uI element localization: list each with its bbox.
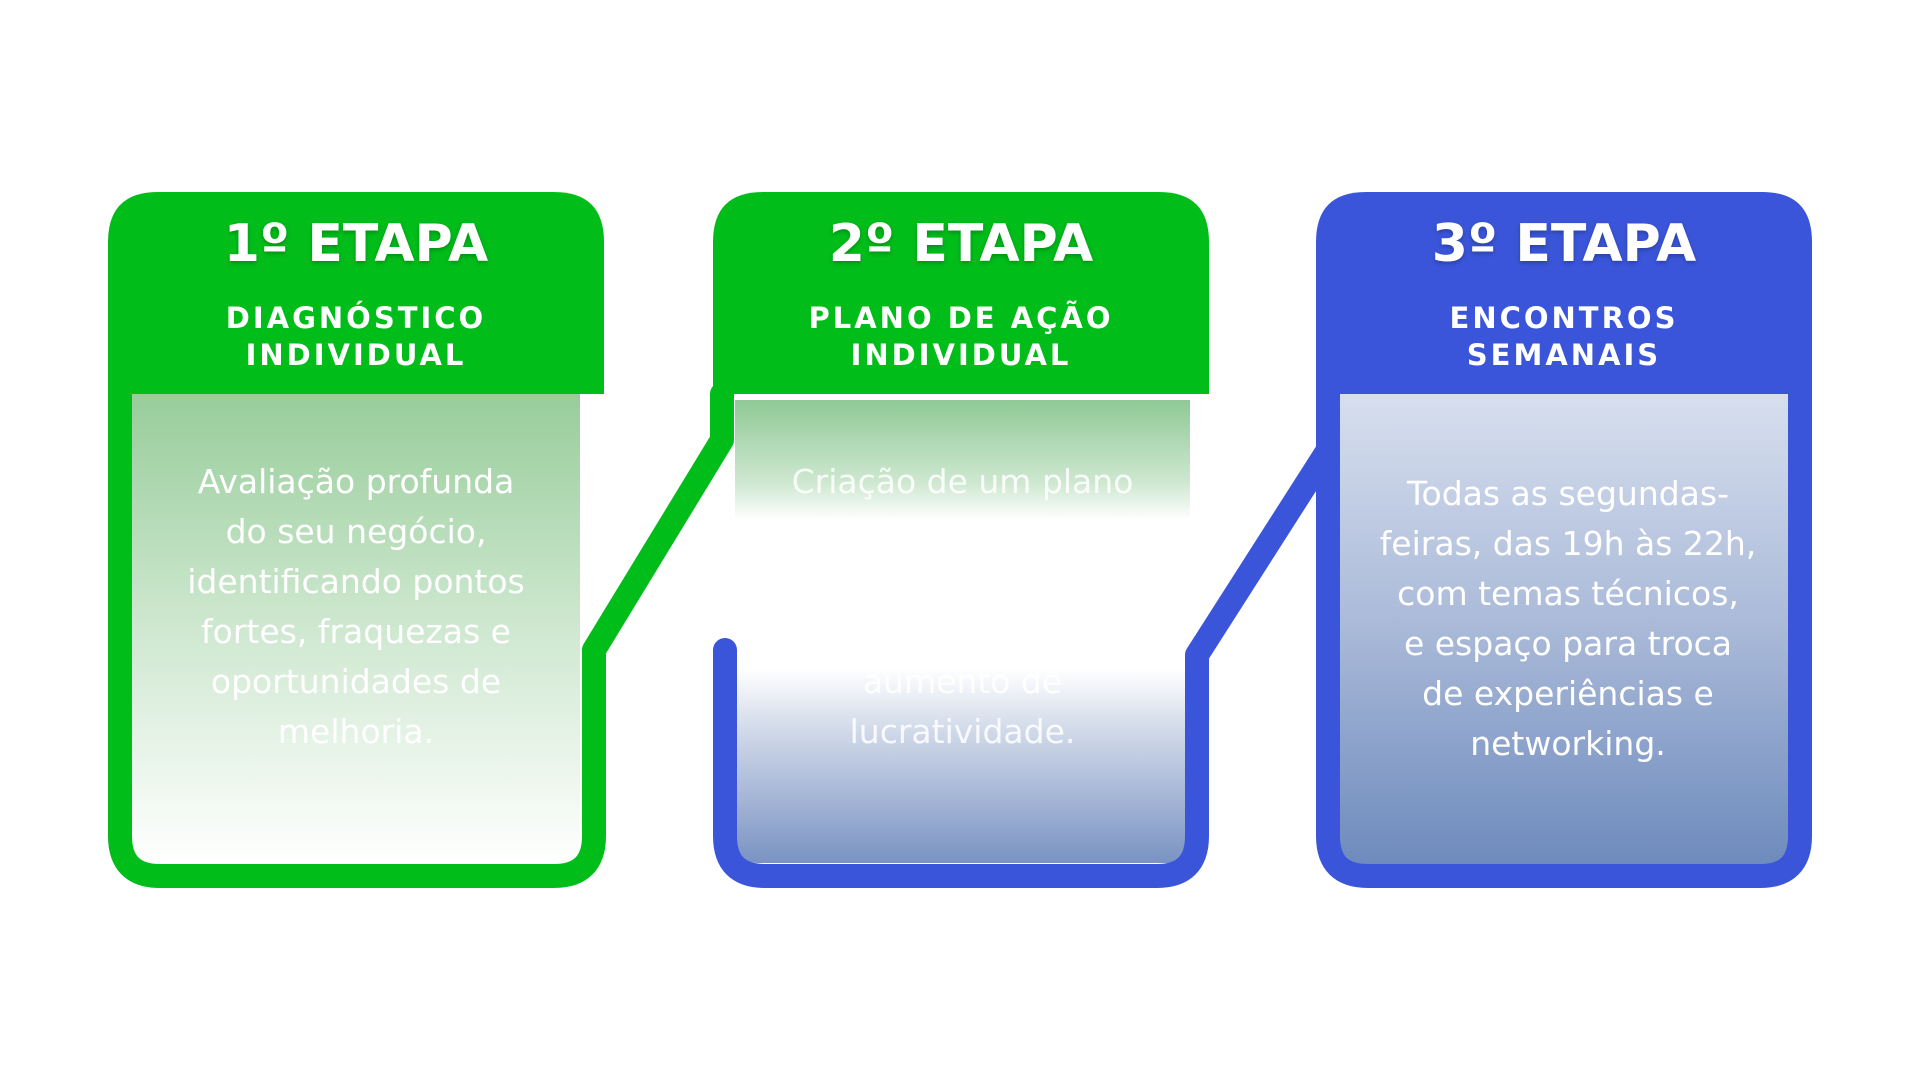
subtitle-line: INDIVIDUAL (245, 338, 467, 372)
description-line: de experiências e (1422, 674, 1714, 713)
description-line: resultados reais e (816, 612, 1109, 651)
step-2-header (713, 192, 1209, 394)
subtitle-line: PLANO DE AÇÃO (808, 301, 1114, 335)
step-1-panel (132, 394, 580, 864)
step-1-header (108, 192, 604, 394)
step-3-header (1316, 192, 1812, 394)
step-title: 1º ETAPA (223, 214, 489, 274)
description-line: Avaliação profunda (197, 462, 515, 501)
description-line: aumento de (862, 662, 1063, 701)
description-line: prático, personalizado (779, 512, 1146, 551)
description-line: Todas as segundas- (1406, 474, 1730, 513)
step-title: 3º ETAPA (1431, 214, 1697, 274)
step-title: 2º ETAPA (828, 214, 1094, 274)
subtitle-line: SEMANAIS (1466, 338, 1662, 372)
description-line: melhoria. (277, 712, 435, 751)
subtitle-line: ENCONTROS (1449, 301, 1679, 335)
step-3-panel (1340, 394, 1788, 864)
step-1-description: Avaliação profunda do seu negócio, ident… (132, 457, 580, 757)
description-line: identificando pontos (187, 562, 525, 601)
description-line: feiras, das 19h às 22h, (1379, 524, 1757, 563)
subtitle-line: INDIVIDUAL (850, 338, 1072, 372)
description-line: fortes, fraquezas e (201, 612, 511, 651)
description-line: com temas técnicos, (1397, 574, 1739, 613)
step-2-connector (713, 382, 1340, 888)
step-1-connector (108, 382, 734, 888)
subtitle-line: DIAGNÓSTICO (225, 301, 487, 335)
description-line: e espaço para troca (1403, 624, 1733, 663)
description-line: lucratividade. (849, 712, 1076, 751)
description-line: Criação de um plano (791, 462, 1134, 501)
description-line: do seu negócio, (225, 512, 487, 551)
step-3-description: Todas as segundas- feiras, das 19h às 22… (1340, 469, 1796, 769)
description-line: networking. (1470, 724, 1666, 763)
step-3-border (1316, 394, 1812, 888)
description-line: oportunidades de (210, 662, 502, 701)
step-2-panel (735, 400, 1190, 863)
step-2-description: Criação de um plano prático, personaliza… (735, 457, 1190, 757)
description-line (735, 557, 1190, 607)
